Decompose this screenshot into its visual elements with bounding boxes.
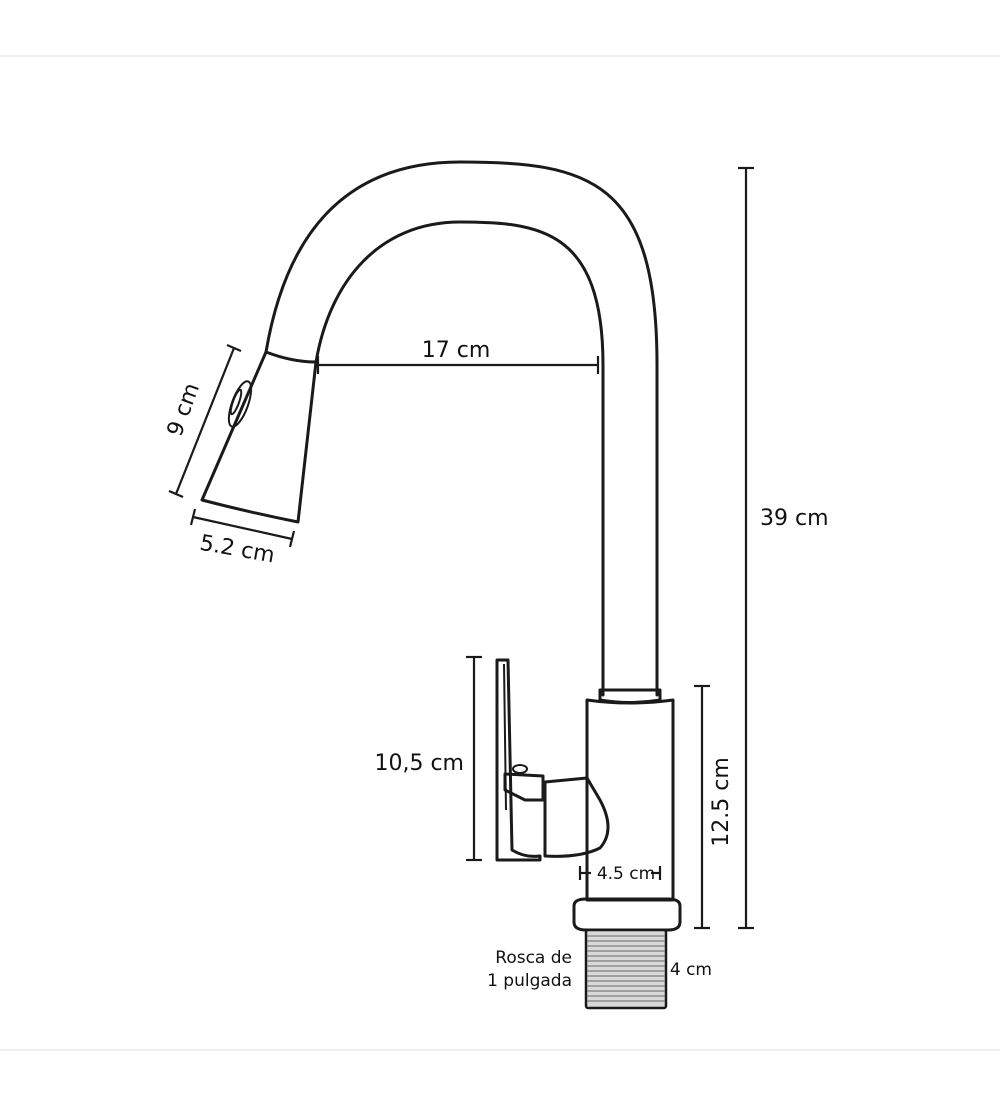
dim-total-height: 39 cm — [738, 166, 829, 930]
label-body-height: 12.5 cm — [709, 757, 734, 847]
dim-body-width: 4.5 cm — [578, 864, 662, 884]
base-nut — [572, 897, 682, 932]
label-spout-reach: 17 cm — [422, 338, 491, 363]
spray-button-icon — [227, 380, 253, 428]
thread-connector — [584, 928, 668, 1010]
label-handle-height: 10,5 cm — [374, 751, 464, 776]
label-thread-length: 4 cm — [670, 960, 712, 980]
label-thread-line1: Rosca de — [495, 948, 572, 968]
label-body-width: 4.5 cm — [597, 864, 655, 884]
label-head-length: 9 cm — [163, 380, 205, 440]
label-head-width: 5.2 cm — [198, 531, 277, 569]
spout-tube — [264, 160, 659, 697]
label-thread-line2: 1 pulgada — [487, 971, 572, 991]
dim-body-height: 12.5 cm — [694, 684, 734, 930]
lever-handle — [495, 658, 545, 862]
handle-hub — [543, 776, 610, 858]
spray-head — [200, 350, 318, 524]
label-total-height: 39 cm — [760, 506, 829, 531]
dim-spout-reach: 17 cm — [316, 338, 600, 374]
dim-handle-height: 10,5 cm — [374, 655, 482, 862]
